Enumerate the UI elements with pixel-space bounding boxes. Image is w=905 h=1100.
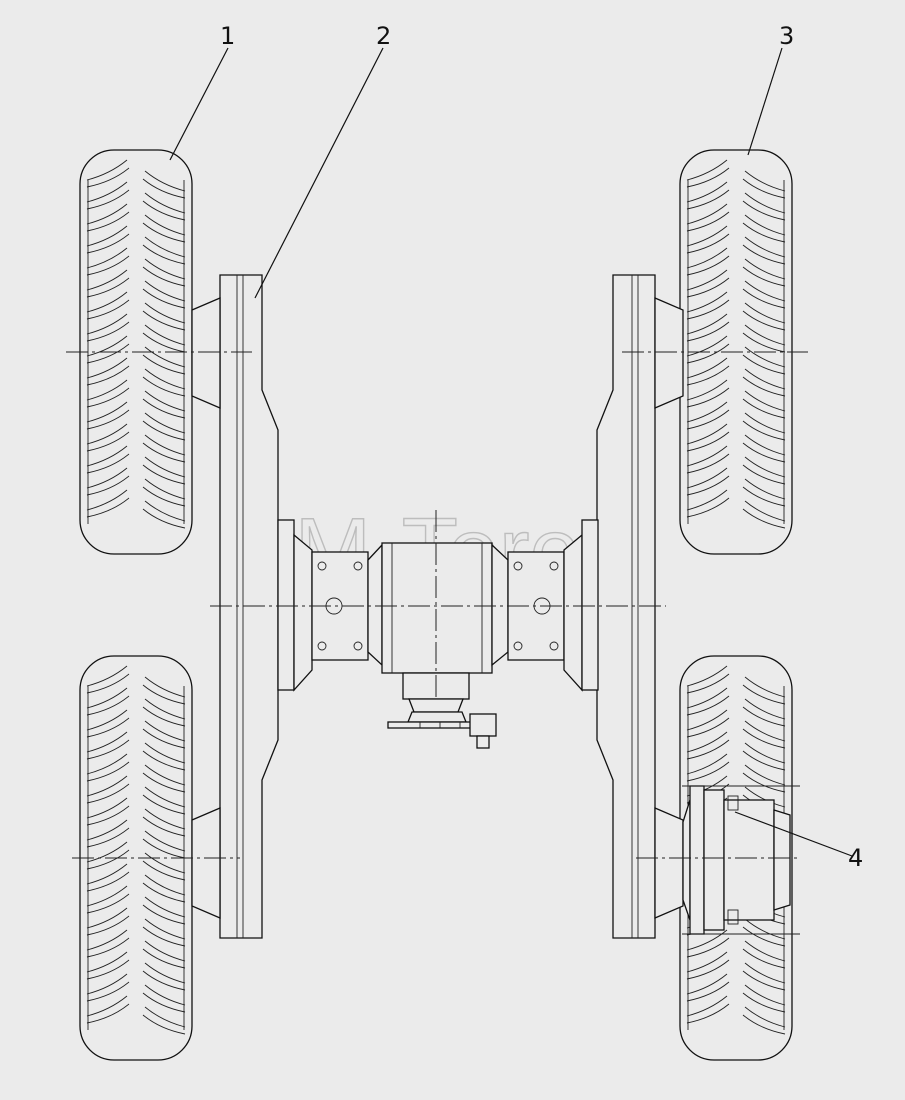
callouts: 1 2 3 4 bbox=[169, 22, 863, 872]
center-lines bbox=[66, 351, 808, 859]
callout-3: 3 bbox=[779, 22, 794, 50]
left-balancer-beam bbox=[191, 274, 279, 939]
wheel-brake-assembly bbox=[682, 785, 800, 935]
axle-housing bbox=[277, 519, 599, 713]
callout-4: 4 bbox=[848, 844, 863, 872]
drive-flange bbox=[387, 711, 497, 749]
callout-2: 2 bbox=[376, 22, 391, 50]
callout-1: 1 bbox=[220, 22, 235, 50]
